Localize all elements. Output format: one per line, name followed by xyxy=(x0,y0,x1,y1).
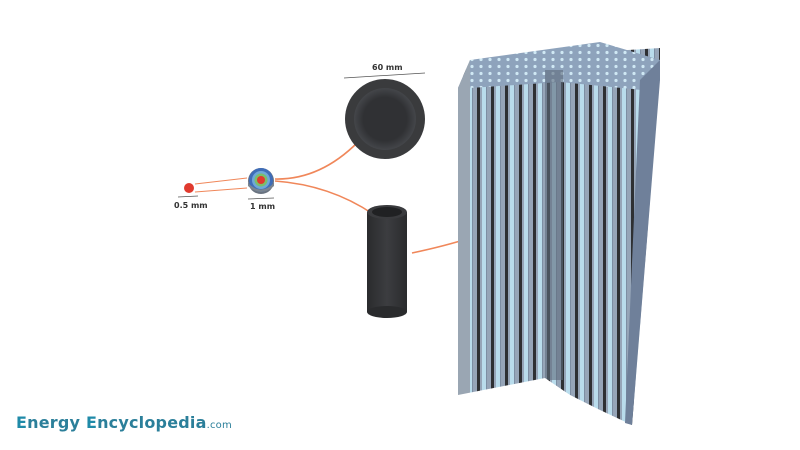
particle-size-label: 1 mm xyxy=(250,202,275,211)
logo-domain: .com xyxy=(206,420,232,431)
triso-particle xyxy=(248,168,274,194)
pebble-size-label: 60 mm xyxy=(372,63,403,72)
pebble-dimension-line xyxy=(343,72,426,79)
logo-letter: E xyxy=(85,413,98,432)
fuel-kernel xyxy=(184,183,194,193)
kernel-size-label: 0.5 mm xyxy=(174,201,208,210)
fuel-compact xyxy=(367,205,407,318)
logo-word: ncyclopedia xyxy=(97,413,207,432)
logo-word: nergy xyxy=(27,413,86,432)
graphite-block xyxy=(458,42,660,450)
energy-encyclopedia-logo: Energy Encyclopedia.com xyxy=(16,413,232,432)
logo-letter: E xyxy=(16,413,28,432)
